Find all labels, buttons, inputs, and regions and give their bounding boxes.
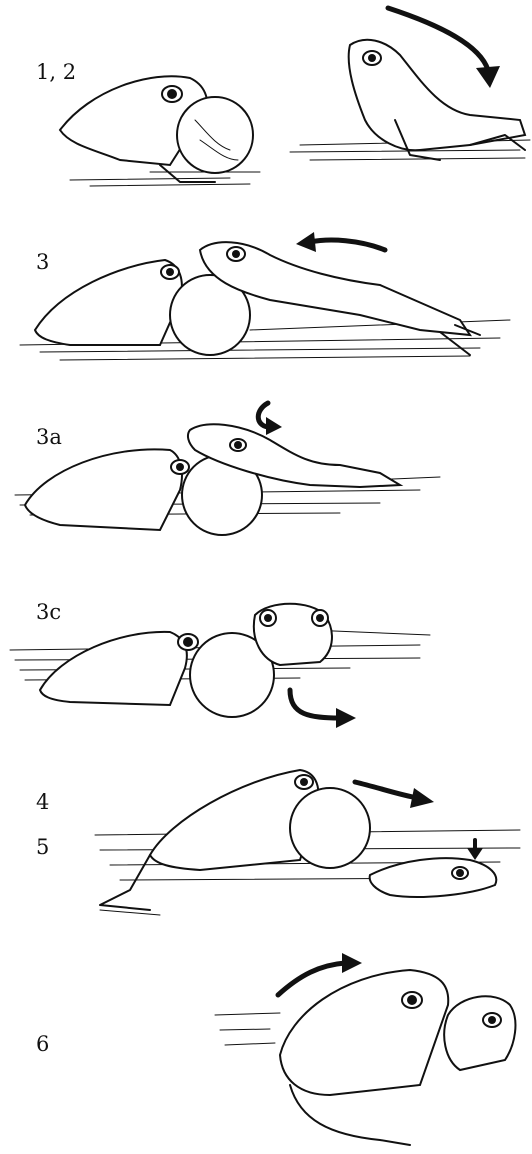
movement-arrow [296,232,385,252]
panel-4-5: 4 5 [0,760,532,940]
submissive-frog [370,858,497,897]
panel-3a: 3a [0,395,532,555]
vocal-sac [177,97,253,173]
panel-3-illustration [0,220,532,380]
panel-3c-illustration [0,590,532,750]
water-surface [215,1013,280,1045]
panel-3: 3 [0,220,532,380]
panel-1-2: 1, 2 [0,0,532,200]
calling-frog [40,632,274,717]
intruder-frog [254,604,332,665]
down-arrow [467,840,483,860]
dominant-frog [280,970,448,1145]
calling-frog [100,770,370,910]
movement-arrow [355,782,434,808]
vocal-sac [290,788,370,868]
panel-1-2-illustration [0,0,532,200]
panel-6-illustration [0,945,532,1154]
panel-3a-illustration [0,395,532,555]
movement-arrow [258,403,282,435]
panel-6: 6 [0,945,532,1154]
panel-4-5-illustration [0,760,532,940]
movement-arrow [290,690,356,728]
calling-frog [60,76,253,182]
panel-3c: 3c [0,590,532,750]
approaching-frog [349,40,525,160]
submissive-frog [444,996,515,1070]
